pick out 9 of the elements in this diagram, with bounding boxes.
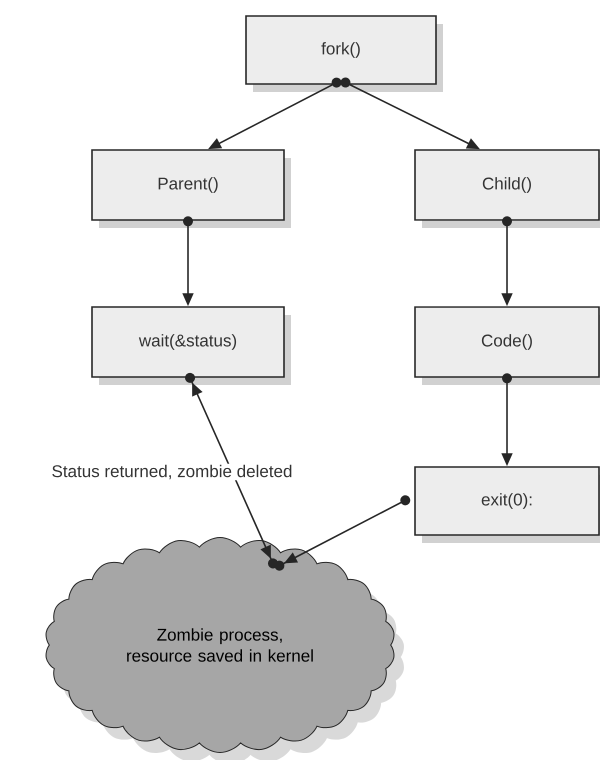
edge-label: Status returned, zombie deleted <box>50 464 294 480</box>
process-box: Parent() <box>91 149 291 228</box>
arrow <box>185 372 278 568</box>
process-box: fork() <box>245 15 443 92</box>
process-box: Code() <box>414 306 600 385</box>
process-box: Child() <box>414 149 600 228</box>
process-box: exit(0): <box>414 466 600 543</box>
arrow <box>274 495 410 571</box>
process-box: wait(&status) <box>91 306 291 385</box>
